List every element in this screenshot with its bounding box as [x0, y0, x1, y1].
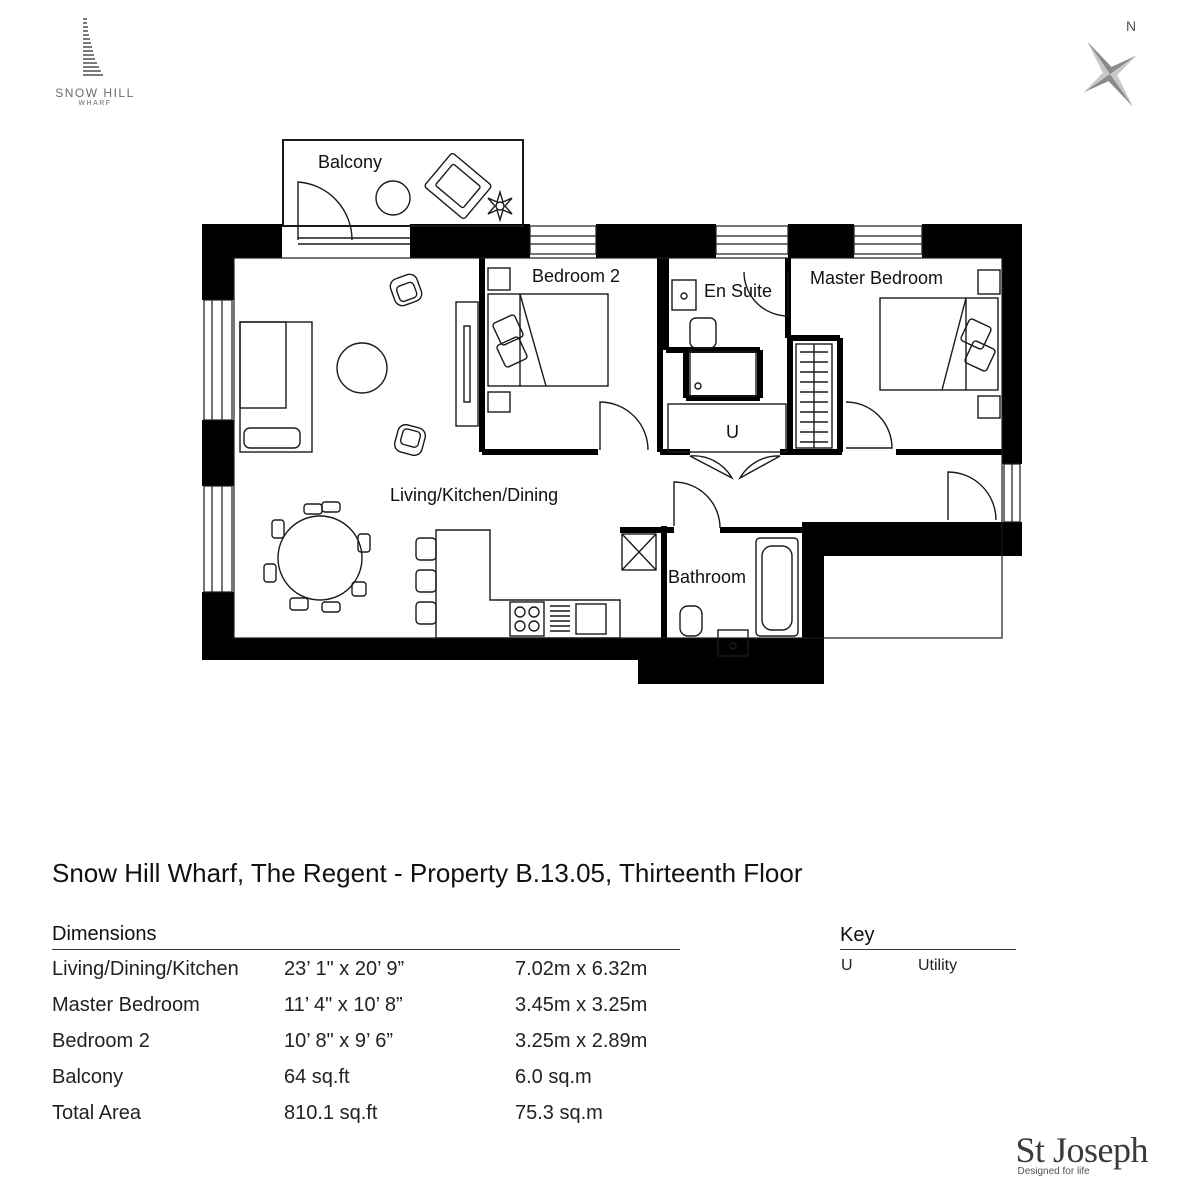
- key-item-meaning: Utility: [918, 957, 958, 974]
- dimension-imperial: 64 sq.ft: [284, 1066, 350, 1088]
- snow-hill-wharf-logo: SNOW HILL WHARF: [40, 14, 150, 114]
- brand-tagline: Designed for life: [1017, 1166, 1090, 1177]
- balcony: [282, 139, 524, 245]
- room-label-living: Living/Kitchen/Dining: [390, 485, 559, 505]
- compass: N: [1070, 14, 1160, 114]
- bathroom-fixtures: [673, 481, 799, 657]
- logo-line1: SNOW HILL: [55, 86, 135, 100]
- compass-rose-icon: [1083, 41, 1137, 107]
- dimension-room: Balcony: [52, 1066, 124, 1088]
- dimension-imperial: 23’ 1" x 20’ 9”: [284, 958, 405, 980]
- dimension-imperial: 10’ 8" x 9’ 6”: [284, 1030, 394, 1052]
- floor-plan: [202, 139, 1022, 684]
- dimension-metric: 3.25m x 2.89m: [515, 1030, 648, 1052]
- dimension-imperial: 11’ 4" x 10’ 8”: [284, 994, 403, 1016]
- room-label-bathroom: Bathroom: [668, 567, 747, 587]
- dimension-metric: 3.45m x 3.25m: [515, 994, 648, 1016]
- living-furniture: [239, 273, 657, 639]
- ensuite-fixtures: [671, 271, 789, 397]
- room-label-balcony: Balcony: [318, 152, 383, 172]
- dimension-imperial: 810.1 sq.ft: [284, 1102, 378, 1124]
- room-label-ensuite: En Suite: [704, 281, 773, 301]
- dining-chairs: [263, 501, 371, 613]
- master-furniture: [795, 269, 1001, 521]
- room-label-bedroom2: Bedroom 2: [532, 266, 621, 286]
- windows: [203, 225, 1021, 593]
- room-label-master: Master Bedroom: [810, 268, 944, 288]
- st-joseph-logo: St Joseph Designed for life: [1015, 1132, 1148, 1177]
- utility-doors: [667, 403, 787, 480]
- dimension-metric: 7.02m x 6.32m: [515, 958, 648, 980]
- dimension-metric: 6.0 sq.m: [515, 1066, 592, 1088]
- dimension-room: Total Area: [52, 1102, 141, 1124]
- dimension-room: Master Bedroom: [52, 994, 200, 1016]
- logo-line2: WHARF: [78, 100, 112, 107]
- room-label-utility: U: [726, 422, 739, 442]
- key-rule: [840, 949, 1016, 950]
- dimensions-rule: [52, 949, 680, 950]
- interior-walls: [479, 258, 1002, 664]
- building-stripes-icon: [83, 18, 103, 76]
- dimension-room: Living/Dining/Kitchen: [52, 958, 239, 980]
- drainer-lines: [550, 605, 570, 632]
- key-heading: Key: [840, 924, 875, 946]
- property-title: Snow Hill Wharf, The Regent - Property B…: [52, 858, 803, 888]
- brand-name: St Joseph: [1015, 1130, 1148, 1170]
- compass-north-label: N: [1126, 18, 1137, 34]
- dimensions-heading: Dimensions: [52, 923, 157, 945]
- wardrobe-hangers: [800, 351, 828, 443]
- outer-walls: [202, 224, 1022, 684]
- bedroom2-furniture: [487, 267, 649, 451]
- key-item-code: U: [841, 957, 853, 974]
- dimension-room: Bedroom 2: [52, 1030, 150, 1052]
- dimension-metric: 75.3 sq.m: [515, 1102, 603, 1124]
